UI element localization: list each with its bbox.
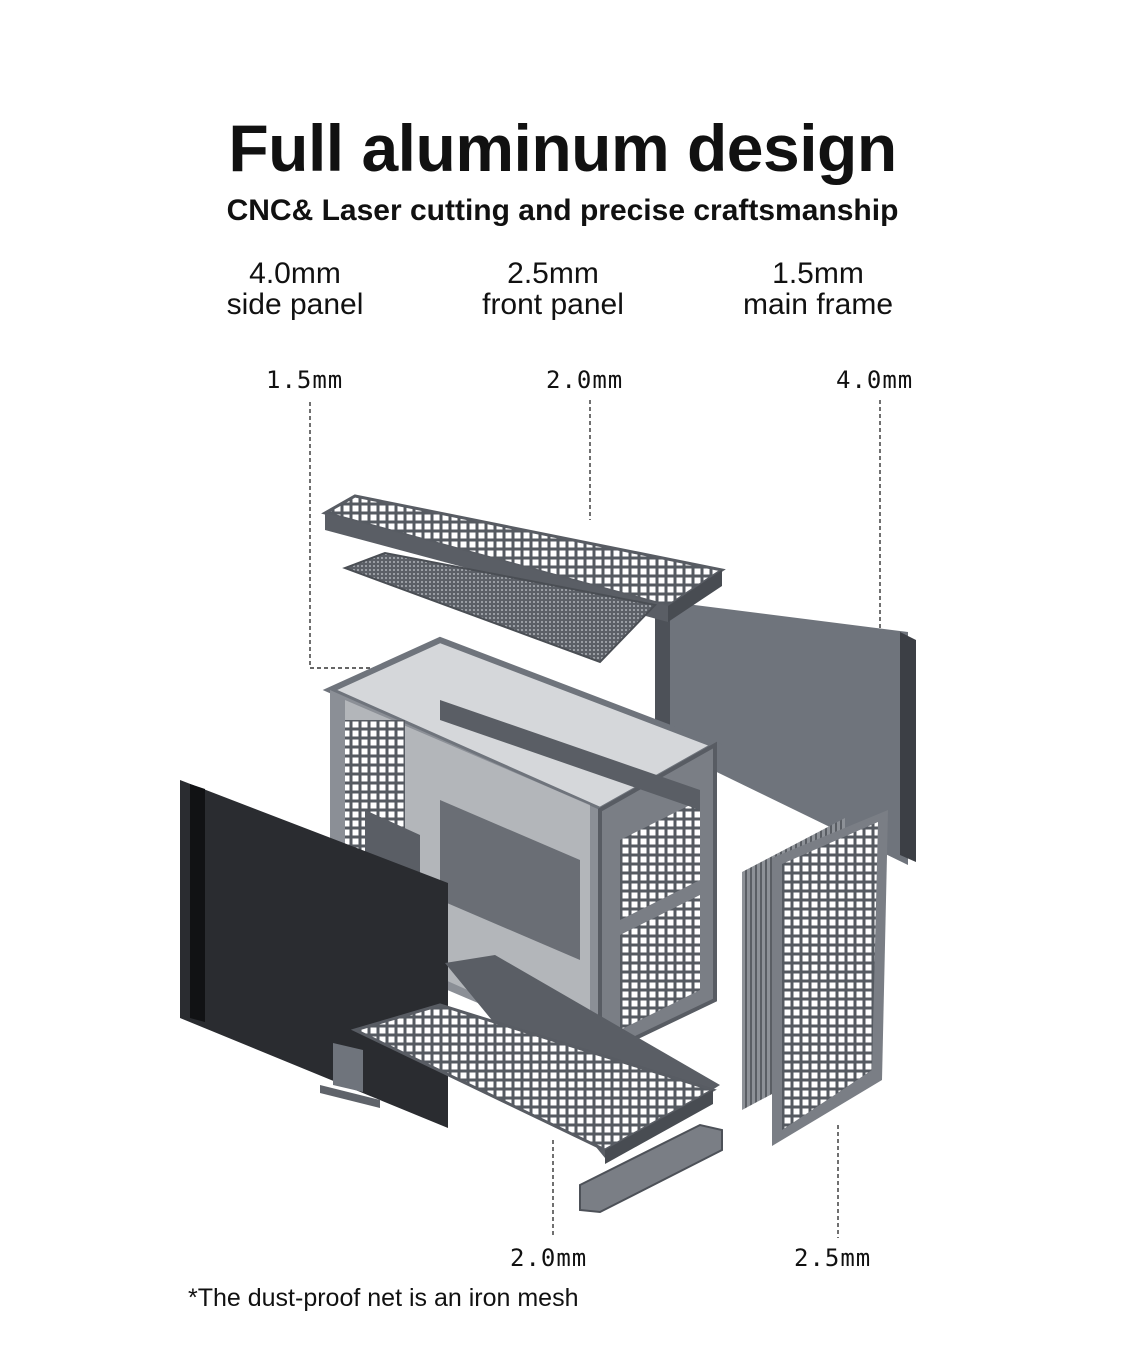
top-panel	[321, 494, 726, 664]
spec-side-panel: 4.0mm side panel	[165, 258, 425, 320]
dim-label-main-frame: 1.5mm	[266, 366, 344, 394]
spec-label: main frame	[742, 288, 894, 321]
spec-value: 1.5mm	[772, 257, 864, 290]
spec-label: side panel	[226, 288, 364, 321]
footnote: *The dust-proof net is an iron mesh	[188, 1284, 579, 1312]
dim-label-bottom-panel: 2.0mm	[510, 1244, 588, 1272]
page-subtitle: CNC& Laser cutting and precise craftsman…	[226, 194, 899, 227]
spec-value: 2.5mm	[507, 257, 599, 290]
spec-front-panel: 2.5mm front panel	[423, 258, 683, 320]
page-title: Full aluminum design	[228, 111, 897, 185]
spec-label: front panel	[482, 288, 624, 321]
bottom-panel	[350, 955, 723, 1214]
front-panel	[742, 810, 888, 1146]
dim-label-top-panel: 2.0mm	[546, 366, 624, 394]
dimension-leader-lines	[309, 400, 881, 1238]
spec-main-frame: 1.5mm main frame	[688, 258, 948, 320]
spec-value: 4.0mm	[249, 257, 341, 290]
right-side-panel	[655, 598, 916, 865]
dim-label-front-panel: 2.5mm	[794, 1244, 872, 1272]
dim-label-side-panel: 4.0mm	[836, 366, 914, 394]
